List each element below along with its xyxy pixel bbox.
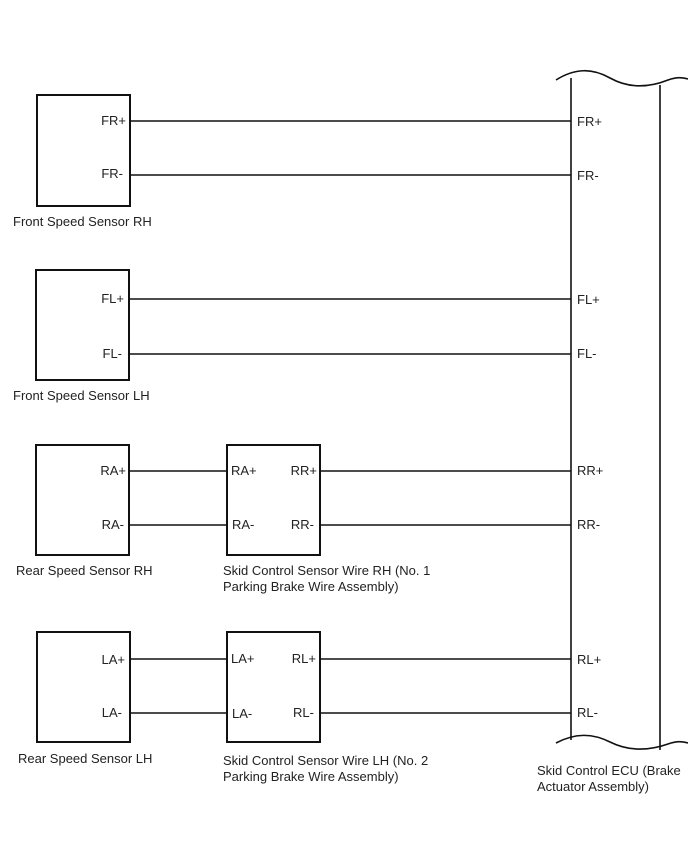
sensor-pin-label: FL- [103,346,123,361]
wire-pin-label: RL- [293,705,314,720]
sensor-pin-label: LA- [102,705,122,720]
sensor-pin-label: FR+ [101,113,126,128]
front-speed-sensor-lh: FL+ FL- Front Speed Sensor LH [13,269,571,403]
ecu-name-line2: Actuator Assembly) [537,779,649,794]
wire-pin-label: RR+ [291,463,317,478]
sensor-name: Front Speed Sensor LH [13,388,150,403]
skid-control-sensor-wire-rh: RA+ RA- RR+ RR- Skid Control Sensor Wire… [223,444,571,594]
ecu-pin-label: FL+ [577,292,600,307]
wire-pin-label: RR- [291,517,314,532]
ecu-pin-label: FL- [577,346,597,361]
sensor-pin-label: FL+ [101,291,124,306]
skid-control-sensor-wire-lh: LA+ LA- RL+ RL- Skid Control Sensor Wire… [223,631,571,784]
sensor-box [35,444,130,556]
sensor-pin-label: RA- [102,517,124,532]
ecu-pin-label: RL+ [577,652,601,667]
wire-pin-label: LA- [232,706,252,721]
ecu-pin-label: RR+ [577,463,603,478]
ecu-name-line1: Skid Control ECU (Brake [537,763,681,778]
wire-pin-label: LA+ [231,651,255,666]
sensor-pin-label: RA+ [100,463,126,478]
sensor-name: Rear Speed Sensor RH [16,563,153,578]
sensor-pin-label: FR- [101,166,123,181]
wire-assembly-box [226,444,321,556]
wire-pin-label: RA+ [231,463,257,478]
sensor-box [35,269,130,381]
wire-name-line1: Skid Control Sensor Wire RH (No. 1 [223,563,430,578]
wire-assembly-box [226,631,321,743]
ecu-pin-label: RL- [577,705,598,720]
ecu-bottom-break [555,734,688,750]
sensor-box [36,94,131,207]
rear-speed-sensor-rh: RA+ RA- Rear Speed Sensor RH [16,444,227,578]
front-speed-sensor-rh: FR+ FR- Front Speed Sensor RH [13,94,571,229]
wire-name-line1: Skid Control Sensor Wire LH (No. 2 [223,753,428,768]
ecu-pin-label: FR+ [577,114,602,129]
sensor-name: Rear Speed Sensor LH [18,751,152,766]
ecu-pin-label: RR- [577,517,600,532]
sensor-box [36,631,131,743]
ecu-pin-label: FR- [577,168,599,183]
skid-control-ecu: Skid Control ECU (Brake Actuator Assembl… [537,69,688,794]
ecu-top-break [555,69,688,87]
sensor-pin-label: LA+ [102,652,126,667]
wire-pin-label: RA- [232,517,254,532]
sensor-name: Front Speed Sensor RH [13,214,152,229]
wire-name-line2: Parking Brake Wire Assembly) [223,579,399,594]
wire-name-line2: Parking Brake Wire Assembly) [223,769,399,784]
wire-pin-label: RL+ [292,651,316,666]
rear-speed-sensor-lh: LA+ LA- Rear Speed Sensor LH [18,631,227,766]
